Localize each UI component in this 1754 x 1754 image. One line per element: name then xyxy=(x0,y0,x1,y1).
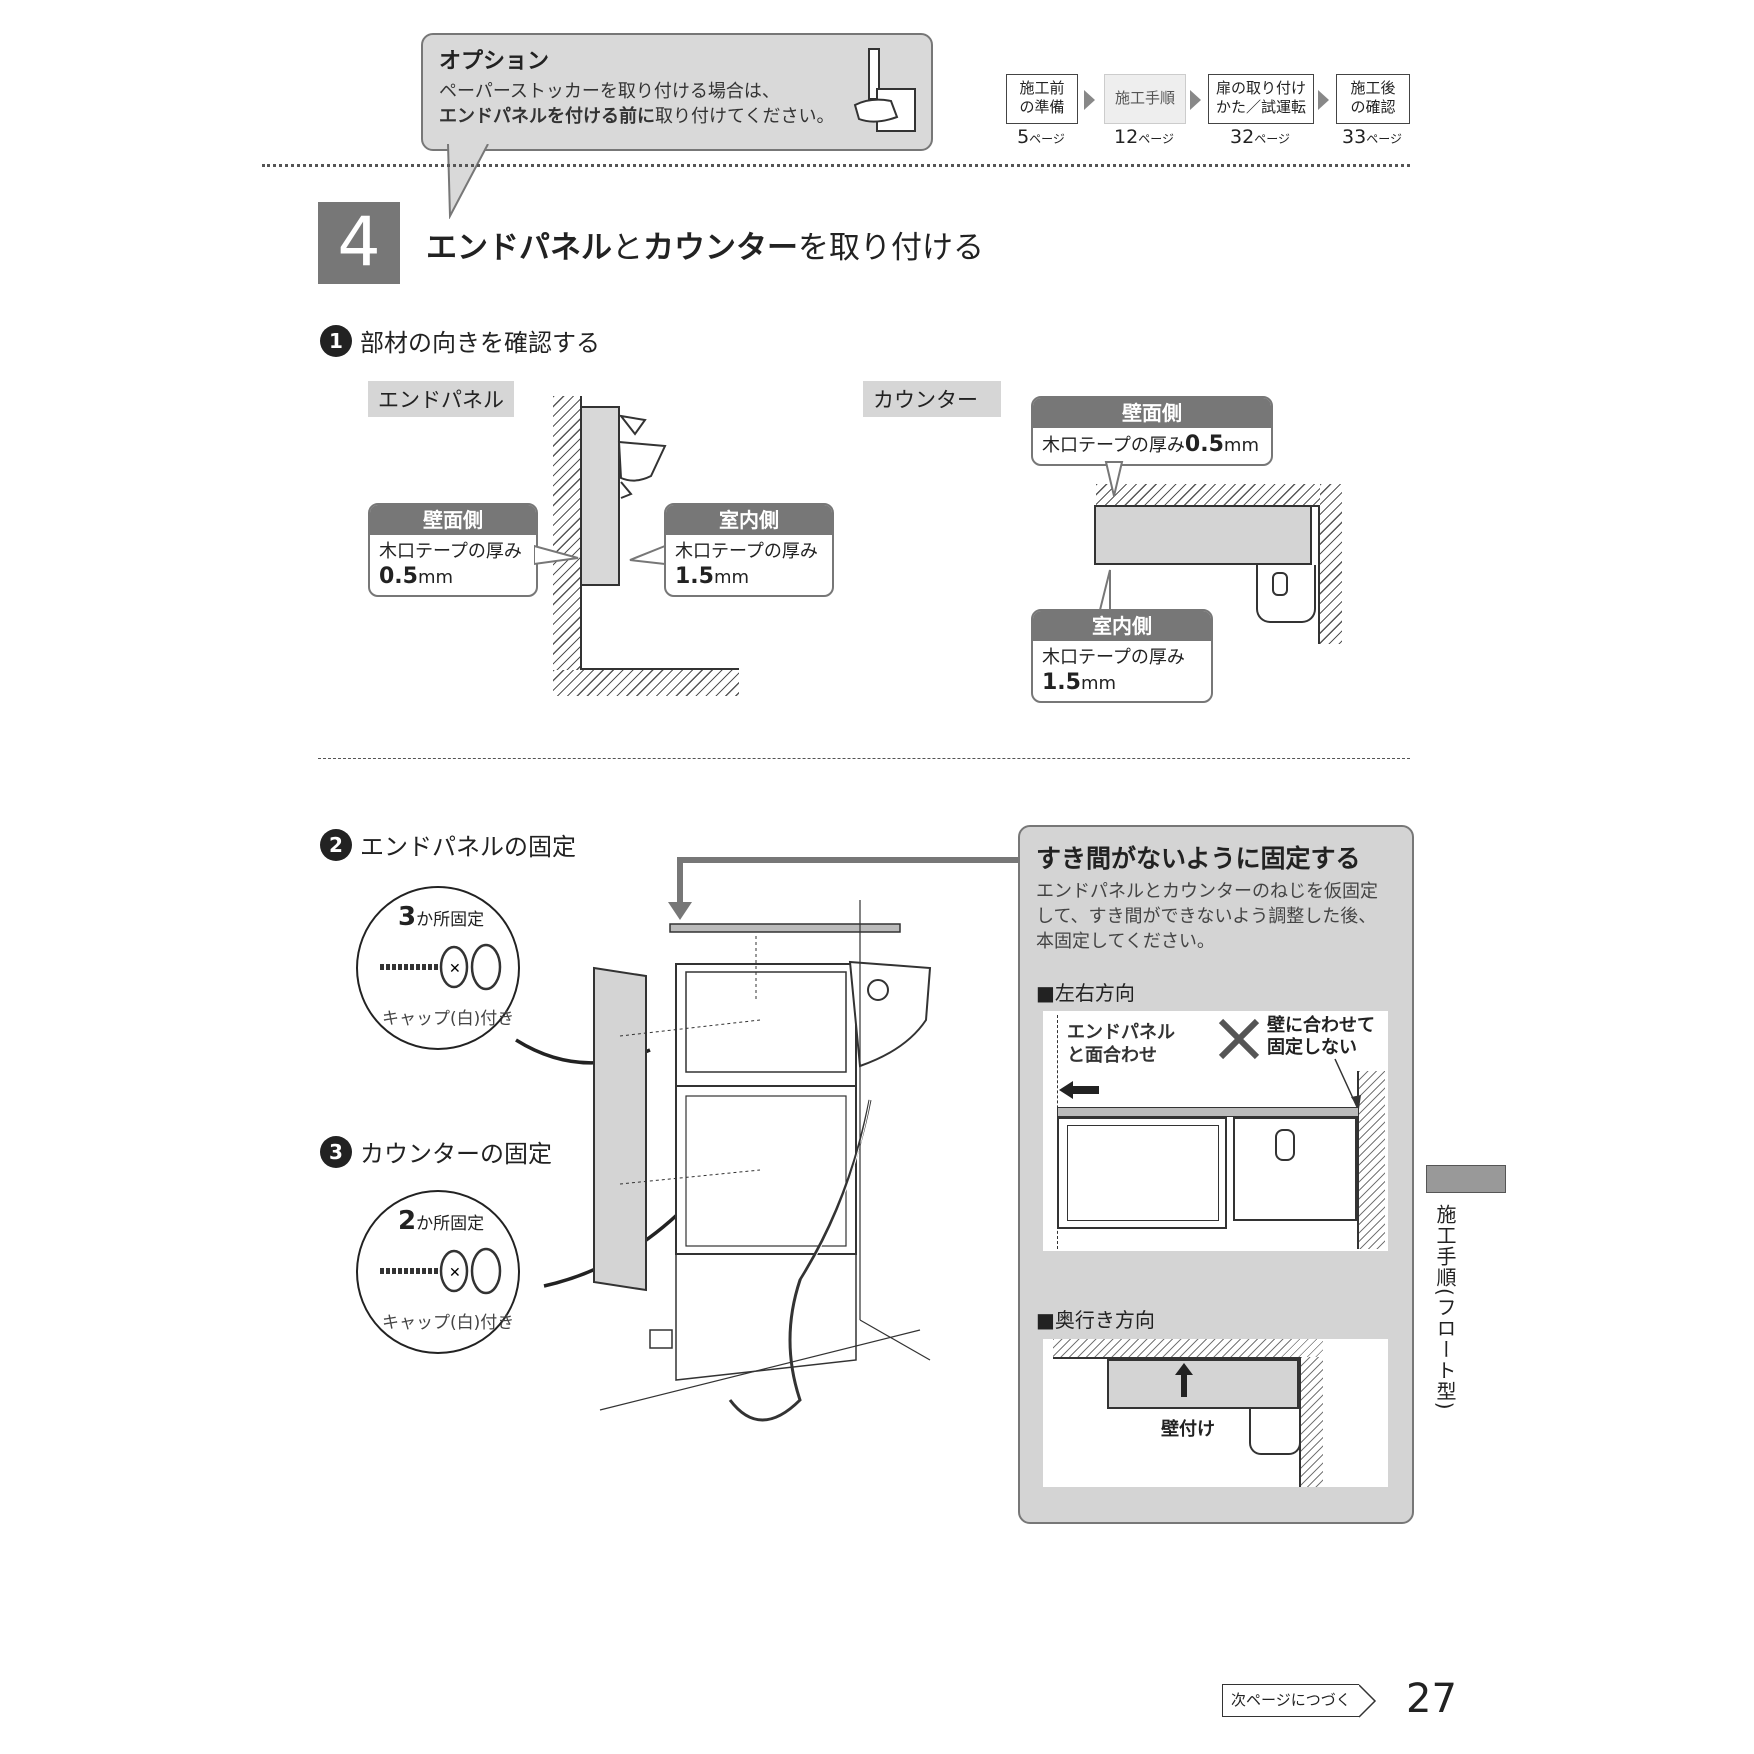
counter-wall-hatch-right xyxy=(1320,484,1342,644)
screw-circle-1: 3か所固定 ✕ キャップ(白)付き xyxy=(356,886,520,1050)
chevron-right-icon xyxy=(1358,1684,1376,1718)
sub-title-2: エンドパネルの固定 xyxy=(360,833,576,861)
side-tab-bar xyxy=(1426,1165,1506,1193)
lr-cabinet-inner xyxy=(1067,1125,1219,1221)
option-line2-rest: 取り付けてください。 xyxy=(655,106,835,127)
svg-text:✕: ✕ xyxy=(449,961,461,977)
lr-ng-label: 壁に合わせて 固定しない xyxy=(1267,1015,1375,1058)
svg-text:✕: ✕ xyxy=(449,1265,461,1281)
counter-faucet xyxy=(1272,572,1288,596)
sub-number-2: 2 xyxy=(320,828,352,861)
option-title: オプション xyxy=(439,49,550,74)
sub-heading-2: 2 エンドパネルの固定 xyxy=(320,827,576,862)
option-callout: オプション ペーパーストッカーを取り付ける場合は、 エンドパネルを付ける前に取り… xyxy=(421,33,933,151)
lr-direction-head: ■左右方向 xyxy=(1036,981,1135,1005)
washbasin-sketch xyxy=(617,414,667,499)
step-preparation[interactable]: 施工前の準備 xyxy=(1006,74,1078,124)
screw2-count-label: 2か所固定 xyxy=(398,1206,485,1236)
next-page-label: 次ページにつづく xyxy=(1222,1684,1359,1717)
side-tab-label: 施工手順(フロート型) xyxy=(1433,1204,1457,1411)
top-separator xyxy=(262,164,1410,167)
option-line1: ペーパーストッカーを取り付ける場合は、 xyxy=(439,81,780,102)
depth-wall-hatch-right xyxy=(1301,1357,1323,1487)
step-page-1: 5ページ xyxy=(1017,126,1065,148)
counter-wall-bubble: 壁面側 木口テープの厚み0.5mm xyxy=(1031,396,1273,466)
depth-direction-head: ■奥行き方向 xyxy=(1036,1308,1155,1332)
sub-number-3: 3 xyxy=(320,1135,352,1168)
paper-stocker-icon xyxy=(853,48,916,132)
option-line2: エンドパネルを付ける前に取り付けてください。 xyxy=(439,104,834,129)
lr-faucet xyxy=(1275,1129,1295,1161)
left-arrow-icon xyxy=(1059,1081,1099,1099)
step-page-2: 12ページ xyxy=(1114,126,1174,148)
middle-separator xyxy=(318,758,1410,759)
depth-diagram: 壁付け xyxy=(1043,1339,1388,1487)
depth-wall-hatch-top xyxy=(1053,1339,1323,1357)
lr-wall-hatch xyxy=(1359,1071,1385,1249)
depth-label: 壁付け xyxy=(1161,1419,1215,1440)
up-arrow-icon xyxy=(1175,1363,1193,1397)
floor-hatch xyxy=(553,670,739,696)
lr-wall-line xyxy=(1357,1071,1359,1249)
cabinet-assembly-illustration xyxy=(515,857,1020,1422)
counter-wall-inner-line-v xyxy=(1318,505,1320,644)
floor-line xyxy=(580,668,739,670)
screw1-cap-label: キャップ(白)付き xyxy=(382,1009,515,1029)
screw2-cap-label: キャップ(白)付き xyxy=(382,1313,515,1333)
wall-hatch-vertical xyxy=(553,396,580,696)
gap-panel-title: すき間がないように固定する xyxy=(1036,844,1361,873)
ng-cross-icon xyxy=(1218,1018,1260,1060)
depth-basin xyxy=(1249,1409,1301,1455)
endpanel-shape xyxy=(580,406,620,586)
step-page-3: 32ページ xyxy=(1230,126,1290,148)
gap-fixing-panel: すき間がないように固定する エンドパネルとカウンターのねじを仮固定 して、すき間… xyxy=(1018,825,1414,1524)
step-procedure[interactable]: 施工手順 xyxy=(1104,74,1186,124)
lr-diagram: エンドパネル と面合わせ 壁に合わせて 固定しない xyxy=(1043,1011,1388,1251)
step-page-4: 33ページ xyxy=(1342,126,1402,148)
depth-wall-line xyxy=(1053,1357,1299,1359)
lr-flush-label: エンドパネル と面合わせ xyxy=(1067,1022,1175,1066)
counter-wall-hatch-top xyxy=(1096,484,1342,506)
lr-counter-top xyxy=(1057,1107,1359,1117)
sub-number-1: 1 xyxy=(320,324,352,357)
option-callout-tail xyxy=(447,144,489,219)
section-title: エンドパネルとカウンターを取り付ける xyxy=(426,230,984,266)
step-door-install[interactable]: 扉の取り付けかた／試運転 xyxy=(1208,74,1314,124)
gap-panel-text: エンドパネルとカウンターのねじを仮固定 して、すき間ができないよう調整した後、 … xyxy=(1036,881,1378,952)
option-line2-bold: エンドパネルを付ける前に xyxy=(439,106,655,127)
endpanel-bubble-pointers xyxy=(534,544,666,566)
step-arrow-1 xyxy=(1084,90,1095,110)
step-arrow-2 xyxy=(1190,90,1201,110)
ng-pointer xyxy=(1334,1058,1361,1109)
step-after-check[interactable]: 施工後の確認 xyxy=(1336,74,1410,124)
depth-counter xyxy=(1107,1359,1299,1409)
lr-cabinet xyxy=(1057,1117,1227,1229)
sub-title-3: カウンターの固定 xyxy=(360,1140,552,1168)
sub-heading-3: 3 カウンターの固定 xyxy=(320,1134,552,1169)
next-page-link[interactable]: 次ページにつづく xyxy=(1222,1684,1377,1718)
lr-basin xyxy=(1233,1117,1357,1221)
section-number: 4 xyxy=(318,202,400,284)
sub-title-1: 部材の向きを確認する xyxy=(360,329,600,357)
screw-icon: ✕ xyxy=(380,943,502,991)
screw-circle-2: 2か所固定 ✕ キャップ(白)付き xyxy=(356,1190,520,1354)
page-number: 27 xyxy=(1406,1676,1457,1722)
counter-shape xyxy=(1094,505,1312,565)
endpanel-label: エンドパネル xyxy=(368,381,514,417)
step-arrow-3 xyxy=(1318,90,1329,110)
screw-icon: ✕ xyxy=(380,1247,502,1295)
sub-heading-1: 1 部材の向きを確認する xyxy=(320,323,600,358)
counter-bubble-pointers xyxy=(1098,461,1124,611)
screw1-count-label: 3か所固定 xyxy=(398,902,485,932)
option-text: ペーパーストッカーを取り付ける場合は、 エンドパネルを付ける前に取り付けてくださ… xyxy=(439,79,834,129)
counter-label: カウンター xyxy=(863,381,1001,417)
